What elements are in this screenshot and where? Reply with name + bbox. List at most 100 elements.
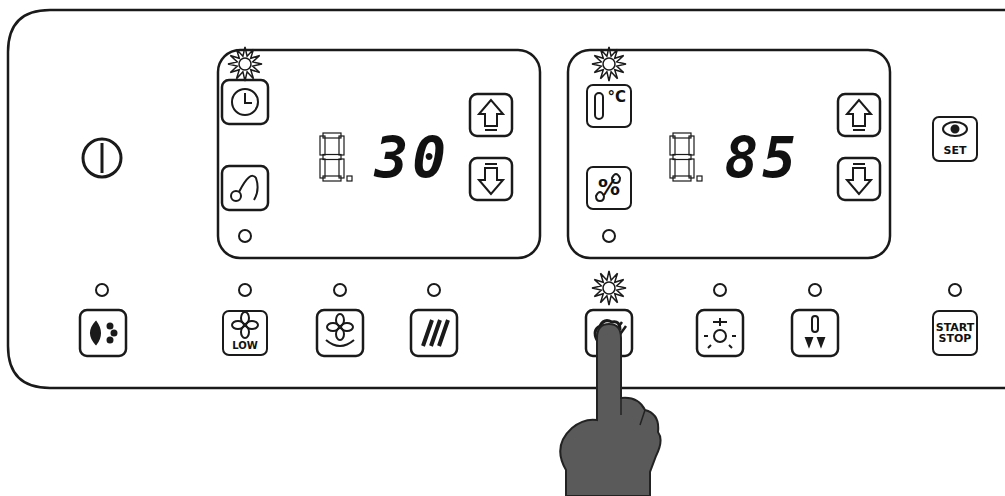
up-button	[470, 94, 512, 136]
labelled-button: LOW	[222, 310, 268, 356]
display-window	[568, 50, 890, 258]
light-icon	[714, 330, 726, 342]
digital-display: 85	[705, 128, 800, 188]
ghost-segment	[673, 133, 691, 138]
led-lit	[603, 282, 615, 294]
led	[239, 284, 251, 296]
ghost-segment	[689, 159, 694, 178]
digital-display: 30	[355, 128, 450, 188]
fan-reverse-button	[317, 310, 363, 356]
cooling-thermometer	[812, 316, 818, 332]
grill-icon	[423, 320, 448, 346]
led	[949, 284, 961, 296]
plain-buttons	[80, 80, 880, 356]
fan-icon	[232, 312, 258, 338]
button-label: SET	[944, 145, 967, 156]
fan-blade	[341, 323, 353, 331]
timer-button	[222, 80, 268, 124]
up-arrow-icon	[479, 100, 503, 130]
led-lit	[239, 58, 251, 70]
led	[334, 284, 346, 296]
ghost-segment	[323, 176, 341, 181]
button-icons	[91, 89, 967, 348]
humidity-icon	[91, 322, 100, 344]
ghost-segment	[320, 159, 325, 178]
fan-blade	[232, 321, 244, 329]
labelled-button: START STOP	[932, 310, 978, 356]
finger-creases	[621, 398, 645, 425]
lit-indicator	[228, 47, 262, 81]
ghost-segment	[339, 136, 344, 155]
steam-button	[586, 310, 632, 356]
led	[239, 230, 251, 242]
ghost-segment	[673, 155, 691, 160]
ghost-segment	[339, 159, 344, 178]
eye-pupil	[952, 126, 959, 133]
power-ring	[83, 139, 121, 177]
down-button	[470, 158, 512, 200]
ghost-segment	[673, 176, 691, 181]
button-label: START STOP	[936, 322, 975, 344]
ghost-dot	[697, 176, 702, 181]
display-value: 30	[375, 126, 450, 191]
ghost-segment	[670, 159, 675, 178]
humidity-dot	[108, 324, 113, 329]
ghost-dot	[347, 176, 352, 181]
lit-indicators	[228, 47, 626, 305]
probe-icon	[231, 191, 241, 201]
button-label: %	[598, 177, 620, 199]
probe-button	[222, 166, 268, 210]
labelled-button: SET	[932, 116, 978, 162]
fan-icon	[326, 314, 354, 346]
button-label: °C	[607, 90, 626, 105]
steam-lines	[612, 322, 626, 340]
humidity-button	[80, 310, 126, 356]
ghost-segment	[323, 155, 341, 160]
light-rays	[704, 318, 736, 348]
cooling-arrows	[806, 338, 824, 346]
led-lit	[603, 58, 615, 70]
clock-hands	[245, 93, 252, 103]
led	[603, 230, 615, 242]
humidity-dot	[108, 338, 113, 343]
button-label: LOW	[232, 341, 258, 351]
lit-indicator	[592, 47, 626, 81]
fan-blade	[327, 323, 339, 331]
labelled-button: °C	[586, 84, 632, 128]
humidity-dot	[112, 331, 117, 336]
down-button	[838, 158, 880, 200]
probe-cable	[239, 176, 258, 200]
reverse-arrow	[326, 340, 354, 346]
panel-border	[8, 10, 1005, 388]
led	[428, 284, 440, 296]
ghost-segment	[323, 133, 341, 138]
ghost-segment	[320, 136, 325, 155]
up-button	[838, 94, 880, 136]
pointing-hand	[560, 324, 660, 496]
down-arrow-icon	[847, 164, 871, 194]
clock-icon	[232, 89, 258, 115]
leds	[96, 230, 961, 296]
led	[714, 284, 726, 296]
display-window	[218, 50, 540, 258]
ghost-segment	[670, 136, 675, 155]
lit-indicator	[592, 271, 626, 305]
display-value: 85	[725, 126, 800, 191]
drop-icon	[596, 174, 620, 201]
labelled-button: %	[586, 166, 632, 210]
ghost-segment	[689, 136, 694, 155]
eye-icon	[943, 122, 967, 136]
panel-outline	[8, 10, 1005, 388]
thermometer-icon	[595, 93, 603, 119]
cooling-button	[792, 310, 838, 356]
power-bar	[101, 143, 104, 173]
grill-button	[411, 310, 457, 356]
power-symbol	[83, 139, 121, 177]
up-arrow-icon	[847, 100, 871, 130]
light-button	[697, 310, 743, 356]
down-arrow-icon	[479, 164, 503, 194]
fan-blade	[246, 321, 258, 329]
